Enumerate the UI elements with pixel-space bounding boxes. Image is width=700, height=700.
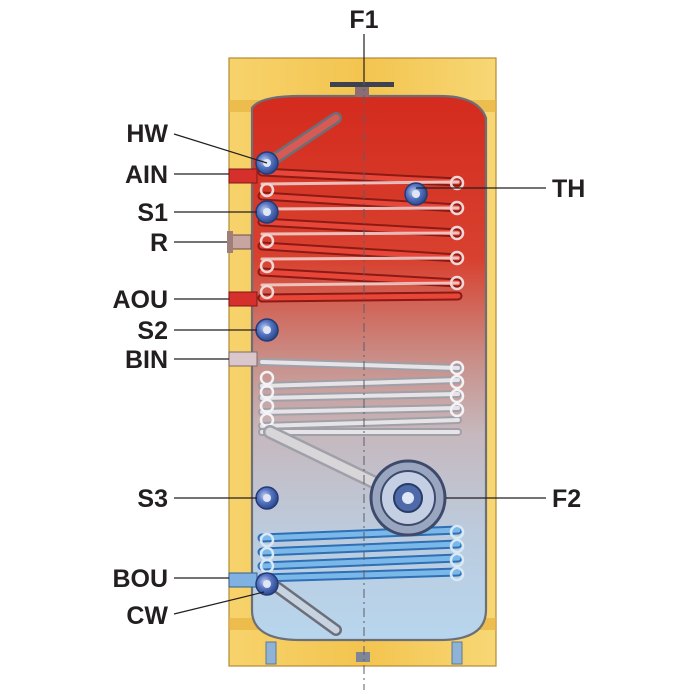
label-hw: HW	[126, 120, 168, 148]
label-r: R	[150, 229, 168, 257]
fitting-s1	[255, 200, 279, 224]
lower-heating-coil	[257, 524, 465, 583]
tank-foot-right	[451, 641, 463, 665]
bottom-drain-fitting	[356, 652, 370, 662]
pipe-bou	[228, 572, 258, 588]
upper-heating-coil	[257, 167, 465, 303]
flange-f2	[369, 459, 447, 537]
pipe-bin	[228, 351, 258, 367]
leader-lines	[173, 34, 546, 615]
label-s1: S1	[137, 199, 168, 227]
label-th: TH	[552, 175, 585, 203]
middle-heating-coil	[258, 358, 465, 497]
label-f1: F1	[349, 6, 378, 34]
label-ain: AIN	[125, 161, 168, 189]
label-bou: BOU	[112, 565, 168, 593]
label-s2: S2	[137, 317, 168, 345]
top-flange-f1	[330, 82, 394, 87]
fitting-th	[404, 182, 428, 206]
fitting-cw	[255, 572, 279, 596]
label-aou: AOU	[112, 286, 168, 314]
label-cw: CW	[126, 602, 168, 630]
tank-foot-left	[265, 641, 277, 665]
fitting-s2	[255, 318, 279, 342]
label-s3: S3	[137, 485, 168, 513]
label-bin: BIN	[125, 346, 168, 374]
label-f2: F2	[552, 485, 581, 513]
pipe-aou	[228, 291, 258, 307]
fitting-s3	[255, 486, 279, 510]
pipe-ain	[228, 168, 258, 184]
